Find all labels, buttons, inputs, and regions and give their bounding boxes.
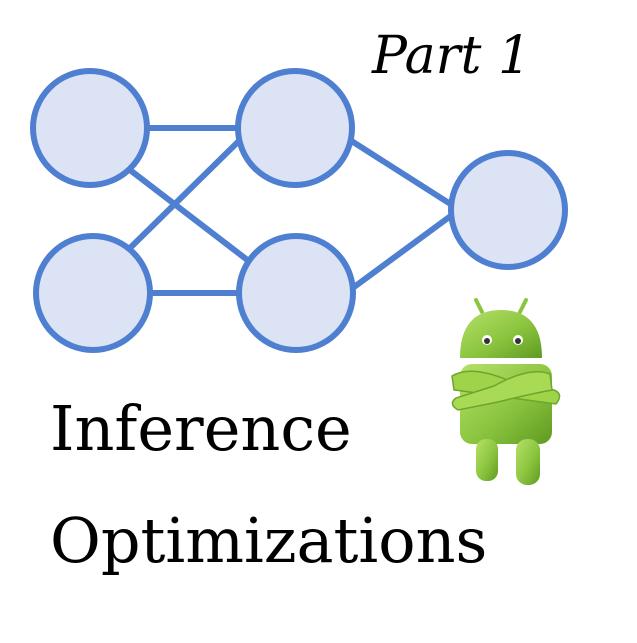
part-label: Part 1 (372, 26, 532, 86)
edge-in1-h2 (127, 167, 253, 265)
title-line-2: Optimizations (50, 504, 488, 577)
android-robot-icon (451, 298, 561, 485)
hidden-node-1 (235, 68, 355, 188)
output-node (448, 150, 568, 270)
edge-h1-out (347, 137, 455, 208)
input-node-1 (30, 68, 150, 188)
edge-in2-h1 (125, 132, 248, 253)
network-edges (125, 125, 455, 296)
edge-h2-out (347, 212, 455, 293)
network-nodes (30, 68, 568, 353)
hidden-node-2 (236, 233, 356, 353)
input-node-2 (33, 233, 153, 353)
title-line-1: Inference (50, 392, 352, 465)
